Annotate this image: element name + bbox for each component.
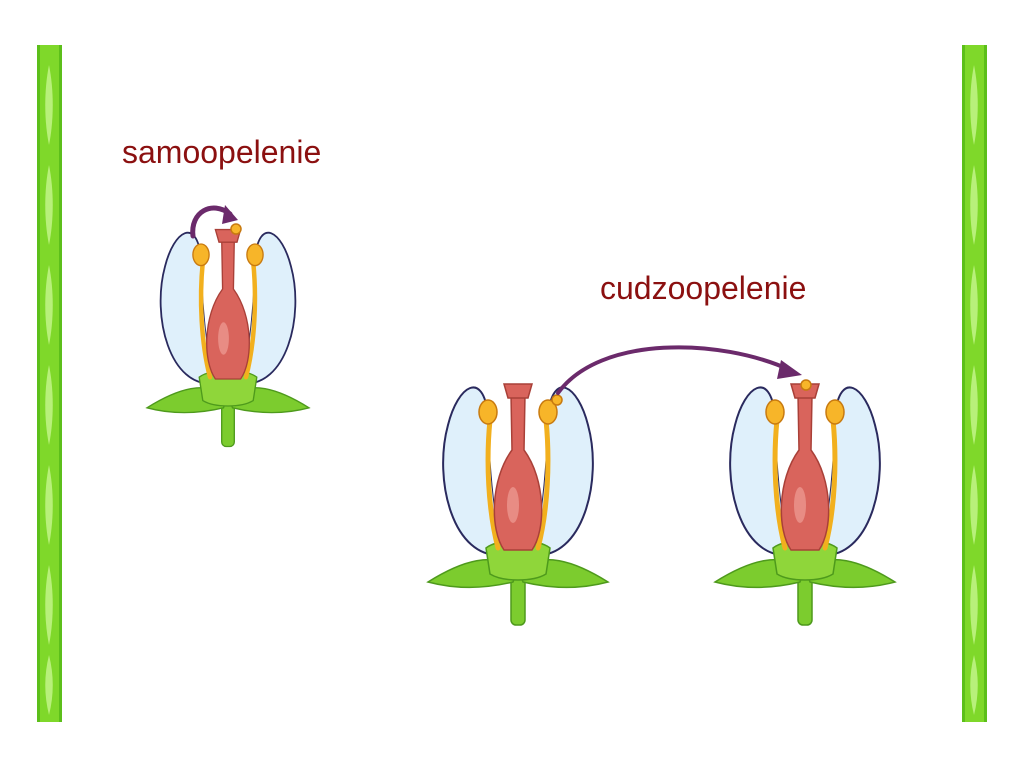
left-decorative-border xyxy=(37,45,62,722)
pollen-grain-self xyxy=(230,223,242,235)
self-pollination-flower xyxy=(147,230,309,447)
self-pollination-arrow xyxy=(190,205,238,239)
cross-pollination-arrow xyxy=(556,345,802,395)
cross-pollination-flower-target xyxy=(715,384,895,625)
pollen-grain-target xyxy=(800,379,812,391)
self-pollination-label: samoopelenie xyxy=(122,134,322,170)
cross-pollination-flower-source xyxy=(428,384,608,625)
right-decorative-border xyxy=(962,45,987,722)
cross-pollination-label: cudzoopelenie xyxy=(600,270,807,306)
pollen-grain-source xyxy=(551,394,563,406)
